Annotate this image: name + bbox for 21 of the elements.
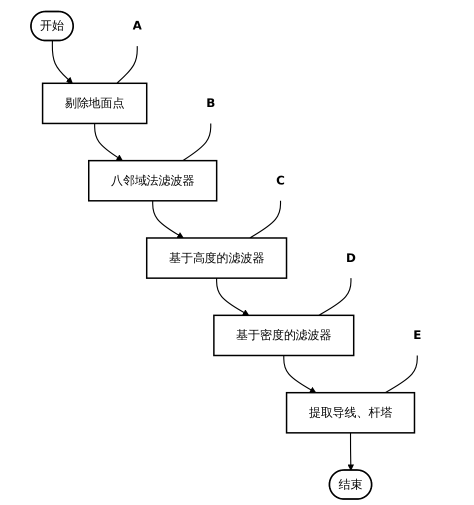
node-text: A bbox=[132, 18, 142, 33]
node-text: B bbox=[206, 96, 215, 110]
node-box: 基于高度的滤波器 bbox=[146, 237, 287, 279]
connector bbox=[182, 123, 211, 162]
node-box: 提取导线、杆塔 bbox=[286, 392, 415, 434]
arrow bbox=[216, 278, 249, 316]
node-box: 剔除地面点 bbox=[42, 82, 148, 124]
node-box: 八邻域法滤波器 bbox=[88, 160, 218, 202]
connector bbox=[116, 46, 138, 84]
node-text: D bbox=[346, 250, 356, 265]
connector bbox=[318, 278, 352, 316]
arrow bbox=[51, 40, 73, 84]
arrow bbox=[347, 432, 354, 471]
arrow bbox=[282, 356, 316, 393]
node-box: 基于密度的滤波器 bbox=[212, 314, 354, 356]
connector bbox=[249, 200, 281, 238]
node-text: C bbox=[276, 173, 285, 188]
node-text: E bbox=[412, 328, 422, 342]
arrow bbox=[94, 123, 123, 161]
connector bbox=[384, 356, 418, 394]
arrow bbox=[152, 200, 184, 238]
